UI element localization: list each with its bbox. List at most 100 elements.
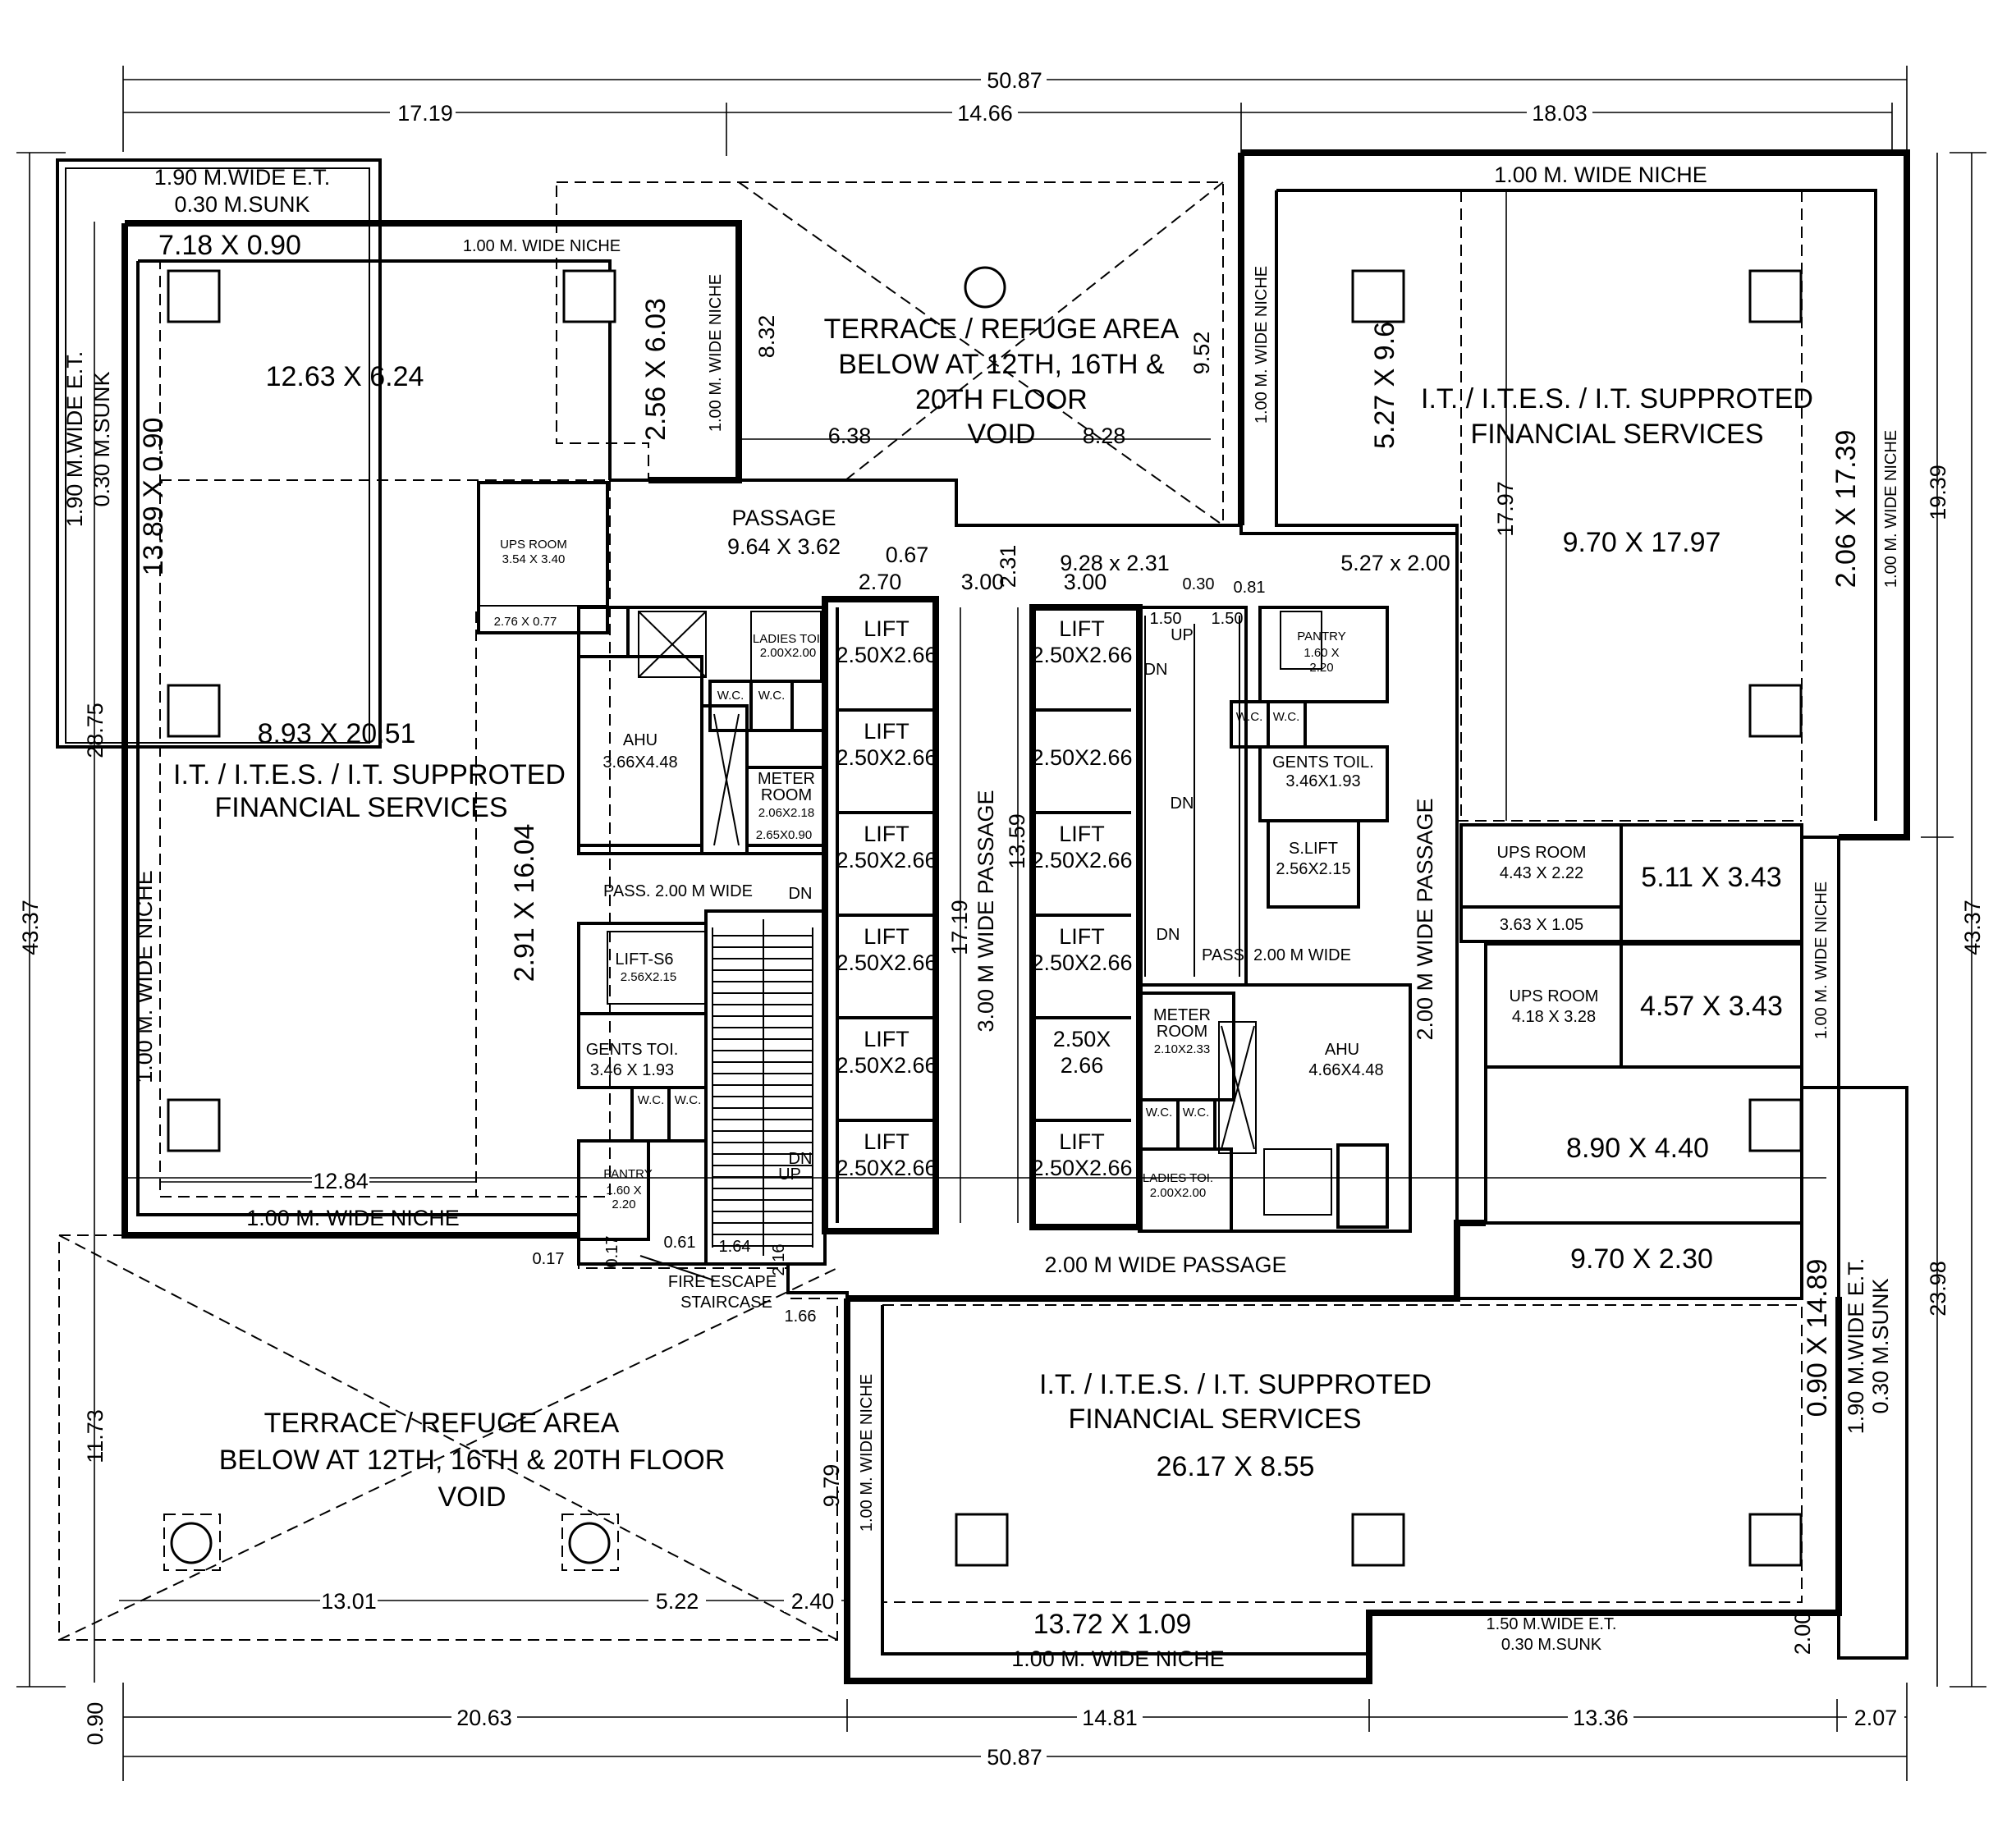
terrace-top-line1: TERRACE / REFUGE AREA — [824, 314, 1180, 345]
dim-9-79: 9.79 — [819, 1464, 844, 1508]
office-bottom-line1: I.T. / I.T.E.S. / I.T. SUPPROTED — [1039, 1369, 1432, 1400]
pantry-right-dim: 1.60 X — [1304, 646, 1339, 660]
dim-top-seg-2: 14.66 — [957, 101, 1013, 126]
passage-label: PASSAGE — [731, 506, 836, 530]
ladies-toilet-left-label: LADIES TOI. — [753, 632, 823, 646]
lift-s6-label: LIFT-S6 — [615, 950, 673, 969]
stair-left-dn-1: DN — [789, 885, 813, 903]
meter-left-small: 2.65X0.90 — [756, 828, 812, 842]
dim-stair-0-17a: 0.17 — [533, 1250, 565, 1268]
lift-left-5-label: LIFT — [864, 1027, 909, 1051]
ups-room-a — [477, 481, 609, 634]
dim-stair-0-61: 0.61 — [664, 1234, 696, 1252]
passage-right-dim: 9.28 x 2.31 — [1060, 551, 1170, 575]
dim-overall-bottom: 50.87 — [987, 1745, 1042, 1770]
dim-core-0-67: 0.67 — [886, 543, 929, 567]
meter-room-right-dim: 2.10X2.33 — [1154, 1042, 1210, 1056]
dim-core-3-00b: 3.00 — [1064, 570, 1107, 594]
ups-small-dim: 2.76 X 0.77 — [494, 615, 557, 629]
lift-right-5-dim: 2.66 — [1061, 1053, 1104, 1078]
dim-right-height: 43.37 — [1960, 900, 1985, 955]
pantry-left-dim2: 2.20 — [612, 1198, 635, 1211]
stair-right-dn-1: DN — [1144, 661, 1168, 679]
square-columns — [167, 269, 1803, 1567]
lift-left-3-dim: 2.50X2.66 — [836, 848, 937, 872]
et-label-left: 1.90 M.WIDE E.T. — [62, 351, 87, 528]
ups-room-c — [1484, 942, 1623, 1069]
fire-escape-label-1: FIRE ESCAPE — [668, 1273, 777, 1291]
office-left-line1: I.T. / I.T.E.S. / I.T. SUPPROTED — [173, 759, 566, 790]
meter-room-left-dim: 2.06X2.18 — [758, 806, 814, 820]
wc-right-2: W.C. — [1273, 710, 1300, 724]
ups-room-a-label: UPS ROOM — [500, 538, 567, 552]
passage-vertical-left: 3.00 M WIDE PASSAGE — [974, 790, 998, 1032]
dim-overall-top: 50.87 — [987, 68, 1042, 93]
room-4-57: 4.57 X 3.43 — [1640, 991, 1783, 1022]
dim-core-13-59: 13.59 — [1005, 813, 1029, 869]
et-bottom-label: 1.50 M.WIDE E.T. — [1487, 1615, 1617, 1633]
pantry-left-dim: 1.60 X — [606, 1184, 641, 1198]
dim-void-6-38: 6.38 — [828, 424, 872, 448]
stair-left-up: UP — [778, 1166, 801, 1184]
pass-2m-right: PASS. 2.00 M WIDE — [1202, 946, 1351, 964]
lift-left-1-dim: 2.50X2.66 — [836, 643, 937, 667]
lift-right-6-label: LIFT — [1059, 1129, 1105, 1154]
stair-right-up: UP — [1171, 626, 1194, 644]
meter-room-left-2: ROOM — [761, 786, 812, 804]
s-lift-label: S.LIFT — [1289, 840, 1338, 858]
pantry-right-label: PANTRY — [1297, 630, 1345, 643]
lift-right-2-dim: 2.50X2.66 — [1031, 745, 1132, 770]
core-right-services — [1138, 606, 1412, 1233]
right-office-outline — [1241, 149, 1910, 840]
ups-room-b-dim: 4.43 X 2.22 — [1500, 864, 1583, 882]
dim-bottom-small: 0.90 — [83, 1702, 108, 1746]
passage-bottom: 2.00 M WIDE PASSAGE — [1044, 1253, 1286, 1277]
niche-top-left: 1.00 M. WIDE NICHE — [463, 237, 621, 255]
niche-right-vertical-2: 1.00 M. WIDE NICHE — [1882, 430, 1900, 588]
office-tr-line1: I.T. / I.T.E.S. / I.T. SUPPROTED — [1421, 383, 1813, 414]
gents-right-label: GENTS TOIL. — [1272, 753, 1374, 772]
room-3-63: 3.63 X 1.05 — [1500, 916, 1583, 934]
lift-left-3-label: LIFT — [864, 822, 909, 846]
office-bottom-line2: FINANCIAL SERVICES — [1068, 1404, 1361, 1435]
ups-room-b-label: UPS ROOM — [1497, 844, 1587, 862]
column-13-89: 13.89 X 0.90 — [138, 418, 169, 576]
lift-left-2-dim: 2.50X2.66 — [836, 745, 937, 770]
ahu-right-label: AHU — [1325, 1041, 1359, 1059]
column-0-90: 0.90 X 14.89 — [1802, 1259, 1833, 1417]
lift-right-4-label: LIFT — [1059, 924, 1105, 949]
wc-left-3: W.C. — [638, 1093, 665, 1107]
room-26-17: 26.17 X 8.55 — [1157, 1451, 1315, 1482]
dim-void-8-32: 8.32 — [754, 315, 779, 359]
terrace-top-line2: BELOW AT 12TH, 16TH & — [838, 349, 1165, 380]
terrace-bl-line3: VOID — [438, 1482, 506, 1513]
dim-void-9-52: 9.52 — [1189, 332, 1214, 375]
ahu-left-label: AHU — [623, 731, 657, 749]
meter-room-right-2: ROOM — [1157, 1023, 1207, 1041]
ups-room-c-label: UPS ROOM — [1510, 987, 1599, 1005]
lift-labels: LIFT2.50X2.66LIFT2.50X2.66LIFT2.50X2.66L… — [836, 616, 1132, 1180]
room-8-93: 8.93 X 20.51 — [258, 718, 416, 749]
dim-passage-width: 12.84 — [313, 1169, 369, 1193]
dim-core-2-70: 2.70 — [859, 570, 902, 594]
pantry-left-label: PANTRY — [603, 1167, 652, 1181]
gents-left-label: GENTS TOI. — [586, 1041, 679, 1059]
room-2-91: 2.91 X 16.04 — [509, 824, 540, 982]
wc-left-1: W.C. — [717, 689, 745, 703]
stair-right-dn-2: DN — [1171, 795, 1194, 813]
pass-2m-left: PASS. 2.00 M WIDE — [603, 882, 753, 900]
dim-stair-1-66: 1.66 — [785, 1307, 817, 1326]
dim-core-1-50b: 1.50 — [1212, 610, 1244, 628]
dim-left-height: 43.37 — [18, 900, 43, 955]
ladies-toilet-right-label: LADIES TOI. — [1143, 1171, 1213, 1185]
gents-right-dim: 3.46X1.93 — [1285, 772, 1360, 790]
dim-bottom-seg-3: 13.36 — [1573, 1706, 1629, 1730]
niche-bottom-vertical: 1.00 M. WIDE NICHE — [858, 1374, 876, 1532]
lift-right-1-dim: 2.50X2.66 — [1031, 643, 1132, 667]
lift-s6-dim: 2.56X2.15 — [621, 970, 676, 984]
dim-terrace-13-01: 13.01 — [321, 1589, 377, 1614]
ladies-toilet-right-dim: 2.00X2.00 — [1150, 1186, 1206, 1200]
terrace-top-line3: 20TH FLOOR — [915, 384, 1088, 415]
wc-right-3: W.C. — [1146, 1106, 1173, 1120]
